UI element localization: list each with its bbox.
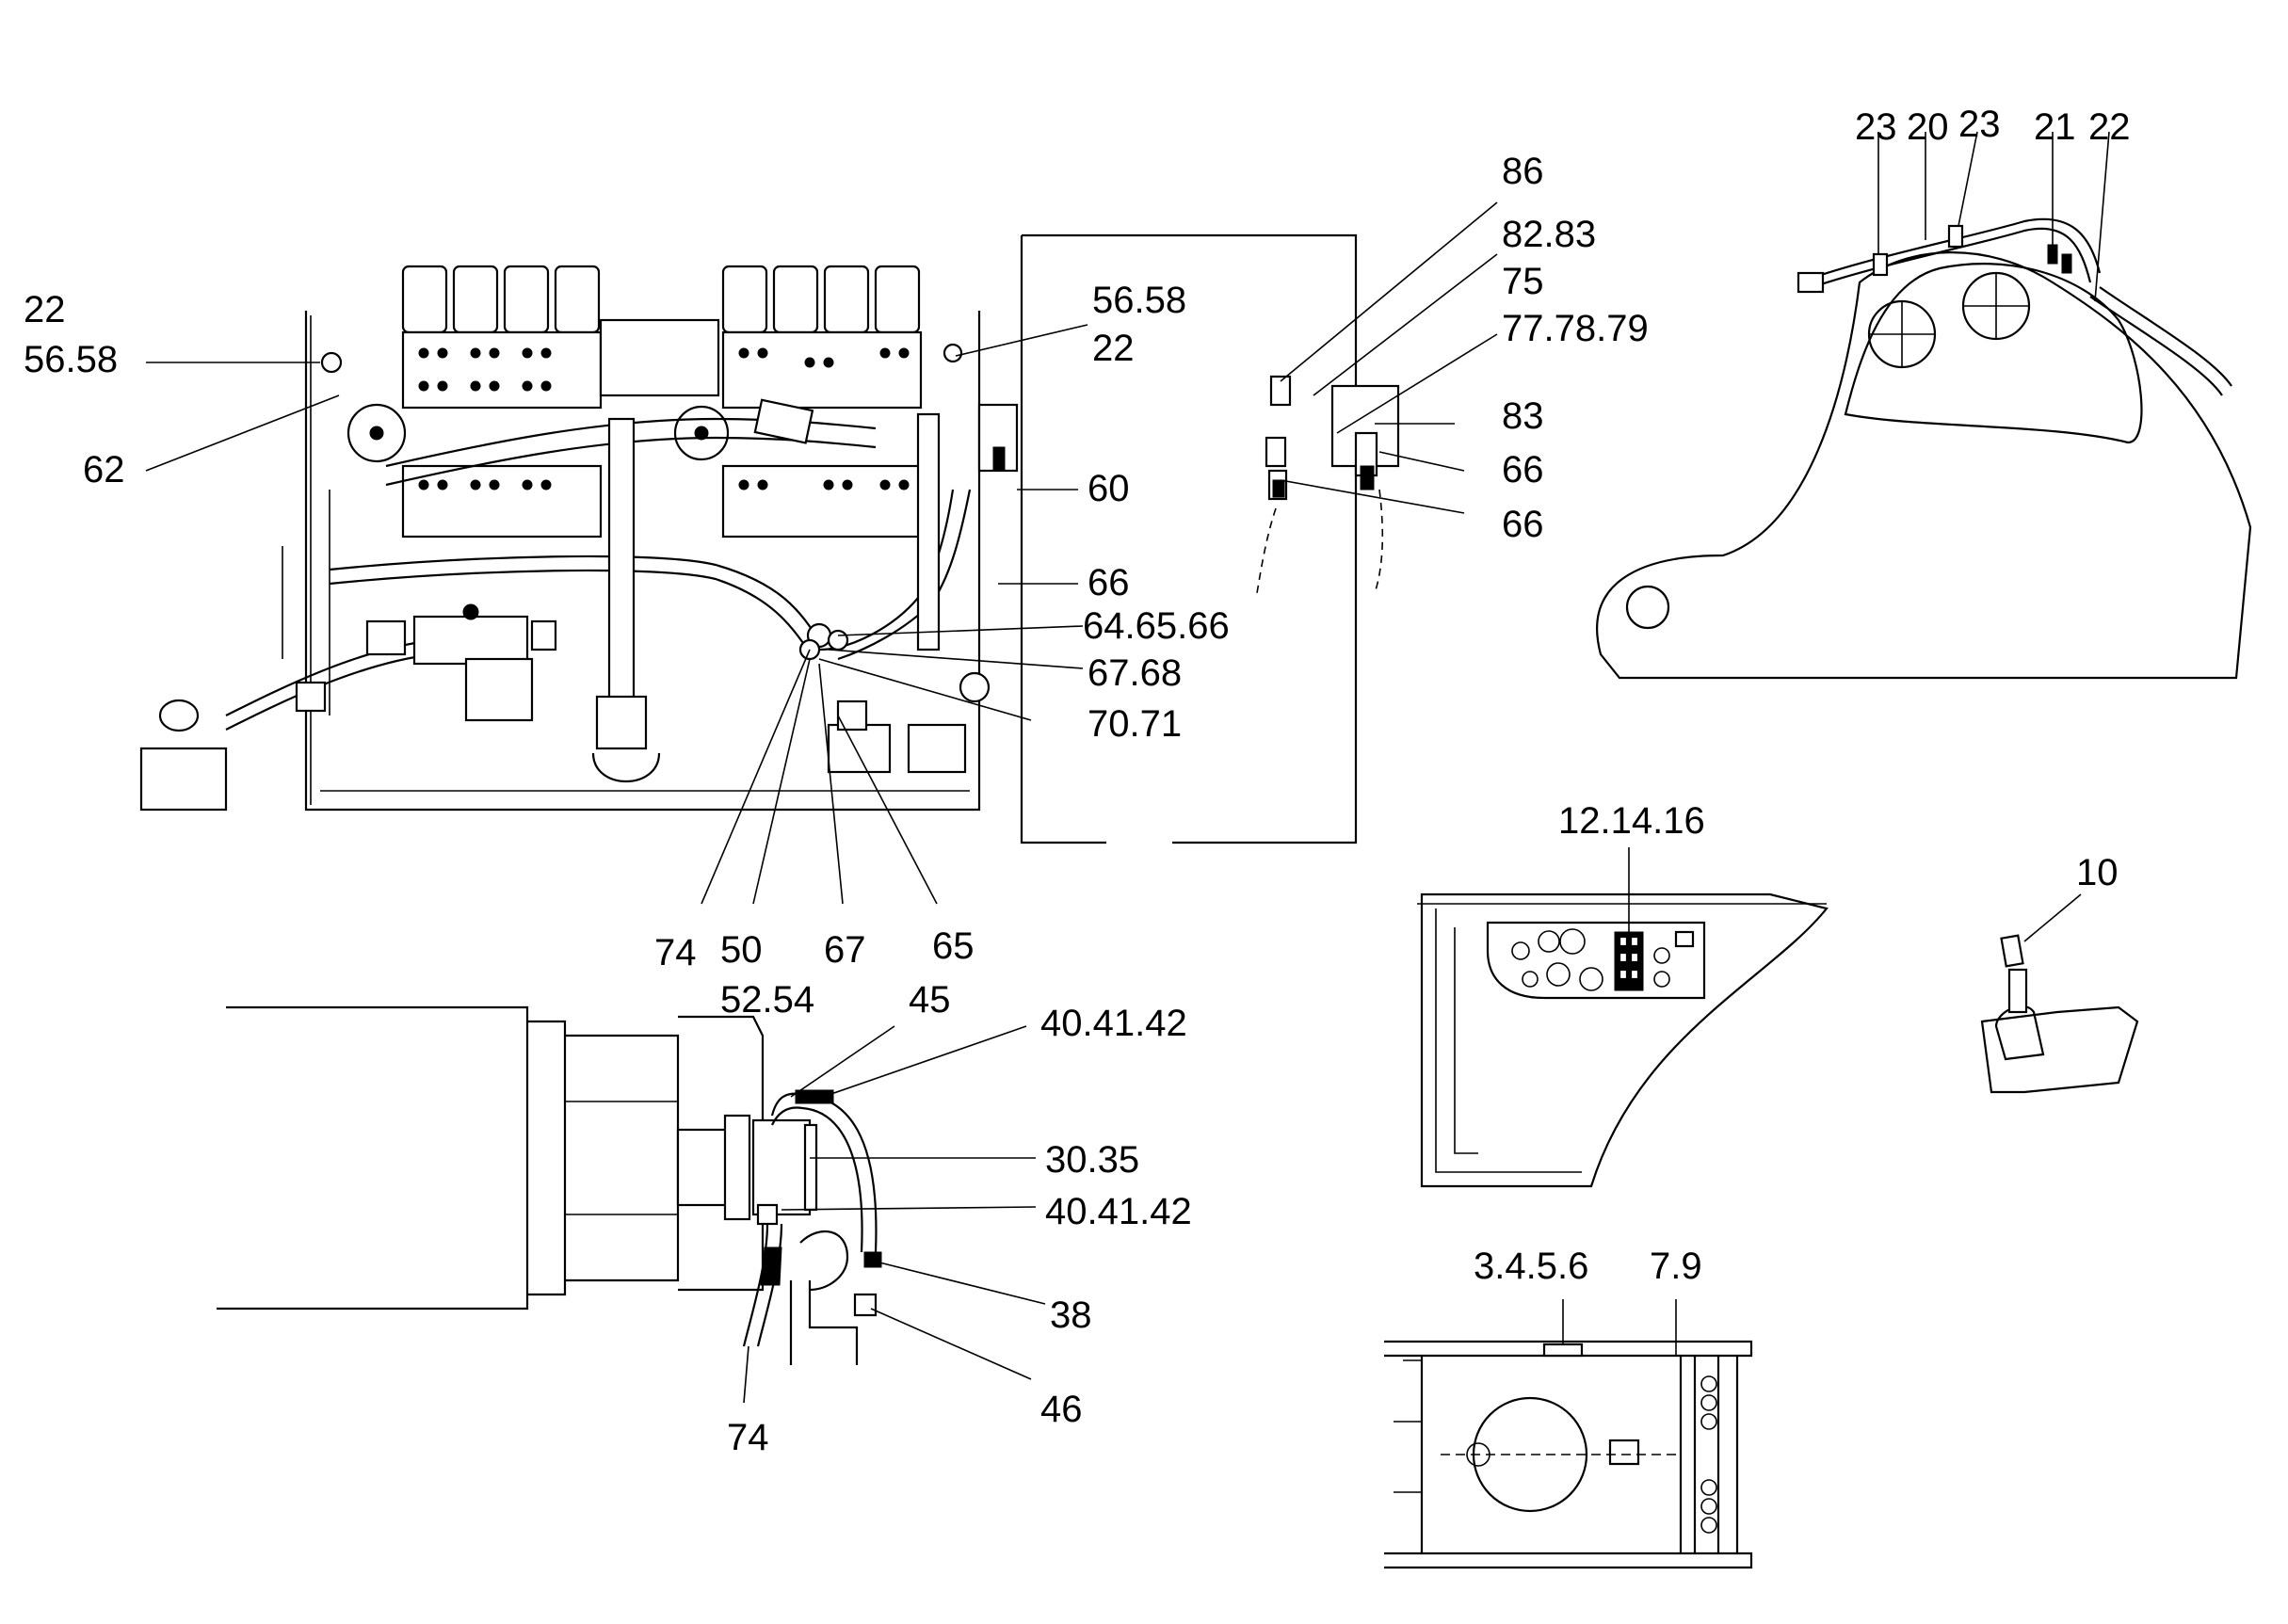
valve-assembly-view — [139, 233, 1358, 844]
callout-labels: 22 56.58 62 56.58 22 60 66 64.65.66 67.6… — [24, 104, 2131, 1458]
pilot-valve — [365, 603, 557, 722]
callout-10: 10 — [2076, 852, 2119, 893]
callout-70-71: 70.71 — [1088, 703, 1182, 745]
callout-67: 67 — [824, 929, 866, 971]
boom-detail — [1596, 131, 2252, 680]
spool-caps-right — [721, 265, 921, 334]
callout-20: 20 — [1907, 106, 1949, 148]
callout-75: 75 — [1502, 261, 1544, 302]
callout-66-panel-b: 66 — [1502, 504, 1544, 545]
cylinder-detail — [217, 1005, 1046, 1404]
callout-23-b: 23 — [1958, 104, 2001, 145]
callout-22-right: 22 — [1092, 328, 1135, 369]
callout-56-58-right: 56.58 — [1092, 280, 1186, 321]
valve-blocks-lower — [401, 464, 923, 539]
frame-detail — [1384, 1299, 1753, 1569]
callout-66-panel-a: 66 — [1502, 449, 1544, 490]
callout-74: 74 — [654, 932, 697, 973]
callout-86: 86 — [1502, 151, 1544, 192]
callout-52-54: 52.54 — [720, 979, 814, 1021]
callout-62: 62 — [83, 449, 125, 490]
callout-66: 66 — [1088, 562, 1130, 603]
spool-caps-left — [401, 265, 601, 334]
callout-74-cyl: 74 — [727, 1417, 769, 1458]
callout-83: 83 — [1502, 395, 1544, 437]
callout-21: 21 — [2034, 106, 2076, 148]
callout-38: 38 — [1050, 1294, 1092, 1336]
callout-45: 45 — [909, 979, 951, 1021]
callout-3-4-5-6: 3.4.5.6 — [1474, 1246, 1588, 1287]
callout-64-65-66: 64.65.66 — [1083, 605, 1230, 647]
callout-82-83: 82.83 — [1502, 214, 1596, 255]
callout-50: 50 — [720, 929, 763, 971]
callout-12-14-16: 12.14.16 — [1558, 800, 1705, 842]
callout-56-58: 56.58 — [24, 339, 118, 380]
callout-40-41-42-b: 40.41.42 — [1045, 1191, 1192, 1232]
joystick-detail — [1980, 893, 2139, 1094]
callout-67-68: 67.68 — [1088, 652, 1182, 694]
valve-blocks-upper — [401, 318, 923, 410]
leaders-main — [145, 324, 1088, 905]
callout-7-9: 7.9 — [1650, 1246, 1702, 1287]
callout-60: 60 — [1088, 468, 1130, 509]
callout-77-78-79: 77.78.79 — [1502, 308, 1649, 349]
callout-65: 65 — [932, 925, 975, 967]
callout-46: 46 — [1040, 1389, 1083, 1430]
callout-22: 22 — [24, 289, 66, 330]
callout-22-boom: 22 — [2088, 106, 2131, 148]
callout-23-a: 23 — [1855, 106, 1897, 148]
callout-40-41-42-a: 40.41.42 — [1040, 1003, 1187, 1044]
callout-30-35: 30.35 — [1045, 1139, 1139, 1181]
cab-console-detail — [1417, 847, 1829, 1188]
side-panel-detail — [1256, 201, 1498, 594]
